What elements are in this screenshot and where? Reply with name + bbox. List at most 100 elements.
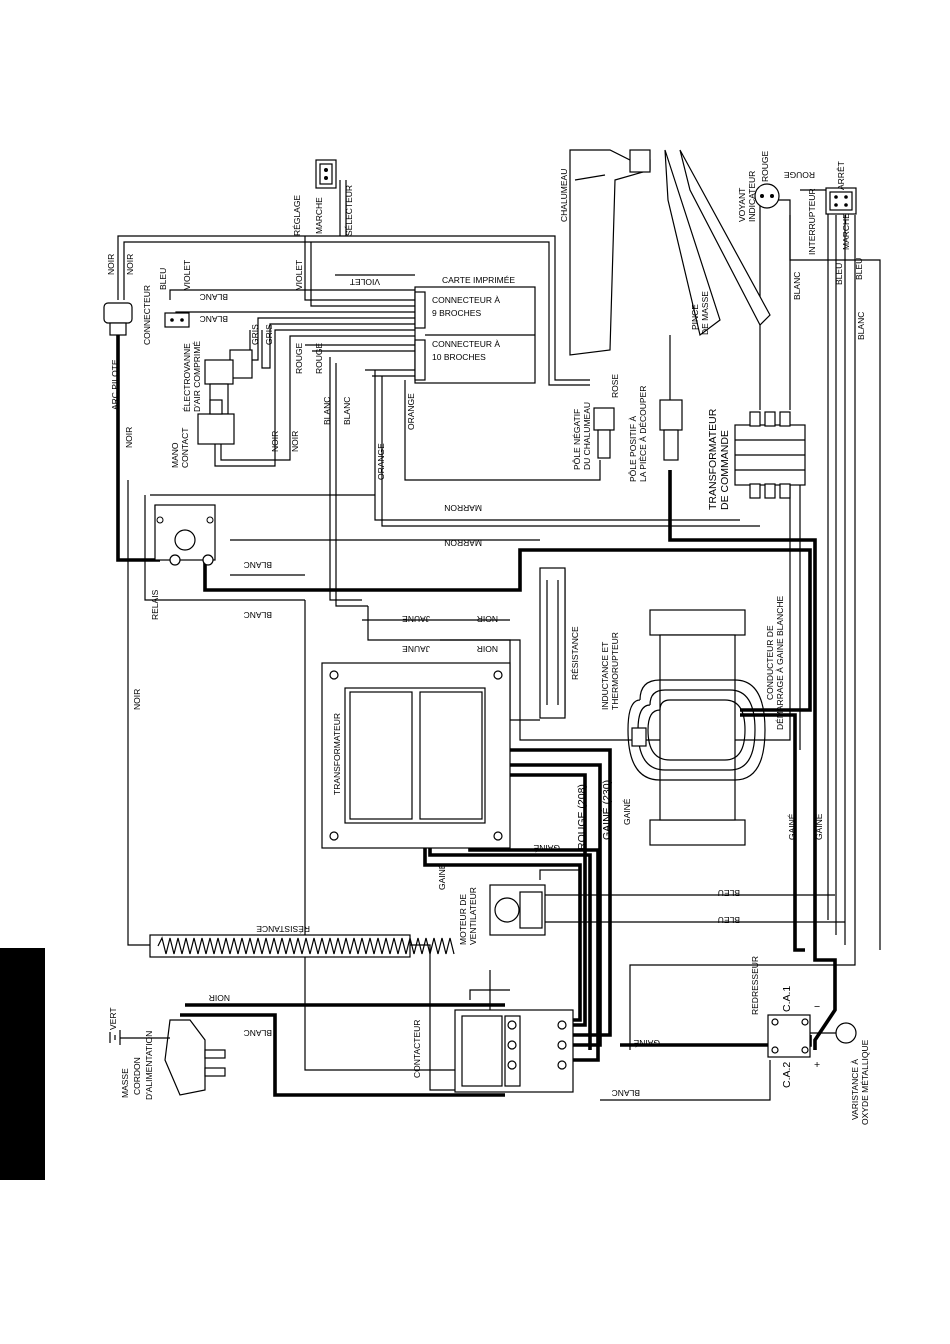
label-blanc-relais1: BLANC [244,560,272,570]
label-orange-b: ORANGE [406,393,416,430]
label-blanc-right: BLANC [792,272,802,300]
label-resistance-bottom: RÉSISTANCE [256,924,310,934]
label-rouge-voyant: ROUGE [760,151,770,183]
label-blanc-b: BLANC [342,397,352,425]
label-blanc-redresseur: BLANC [612,1088,640,1098]
label-connecteur: CONNECTEUR [142,285,152,345]
label-rouge-top: ROUGE [784,170,816,180]
label-pole-pos-1: PÔLE POSITIF À [628,416,638,482]
power-switch [825,187,857,215]
label-marron1: MARRON [444,503,482,513]
label-blanc-bottom: BLANC [244,1028,272,1038]
label-bleu-fan1: BLEU [718,888,740,898]
inductor-thermostat [627,609,766,846]
label-moteur-2: VENTILATEUR [468,887,478,945]
arc-pilot-connector [103,302,133,336]
indicator-lamp [754,183,780,209]
label-rouge-b: ROUGE [314,343,324,375]
pressure-switch [197,399,235,445]
label-bleu-a: BLEU [834,263,844,285]
label-electrovanne-2: D'AIR COMPRIMÉ [192,341,202,412]
label-pole-neg-1: PÔLE NÉGATIF [572,409,582,470]
label-gaine3: GAINÉ [437,863,447,890]
label-noir-bottom: NOIR [209,993,230,1003]
label-gaine-230: GAINÉ (230) [600,780,613,840]
label-gris1: GRIS [250,324,260,345]
label-arret: ARRÊT [836,161,846,190]
label-chalumeau: CHALUMEAU [559,169,569,222]
label-conn10-1: CONNECTEUR À [432,339,500,349]
label-noir-left2: NOIR [125,254,135,275]
label-blanc-relais2: BLANC [244,610,272,620]
label-blanc-right2: BLANC [856,312,866,340]
label-carte-imprimee: CARTE IMPRIMÉE [442,275,515,285]
label-gaine4: GAINÉ [787,813,797,840]
label-voyant-1: VOYANT [737,188,747,222]
section-tab [0,948,45,1180]
label-plus: + [814,1059,820,1071]
label-marche-sel: MARCHE [314,197,324,234]
printed-circuit-board [414,286,536,384]
power-cord-plug [109,1019,226,1096]
label-gaine5: GAINÉ [814,813,824,840]
label-rose: ROSE [610,374,620,398]
label-noir-left3: NOIR [124,427,134,448]
label-pole-neg-2: DU CHALUMEAU [582,402,592,470]
label-bleu-conn: BLEU [158,268,168,290]
label-marche-int: MARCHE [841,213,851,250]
label-noir-b: NOIR [290,431,300,452]
label-blanc-conn1: BLANC [200,292,228,302]
label-pole-pos-2: LA PIÈCE À DÉCOUPER [638,386,648,482]
label-bleu-b: BLEU [854,258,864,280]
varistor [810,1022,857,1044]
small-connector [164,312,190,328]
contactor [454,1009,574,1093]
label-minus: − [814,1001,820,1013]
label-conn9-2: 9 BROCHES [432,308,481,318]
label-resistance-top: RÉSISTANCE [570,626,580,680]
relay [154,504,216,566]
torch-negative-pole [593,407,615,459]
label-noir-left1: NOIR [106,254,116,275]
label-transfo-cmd-2: DE COMMANDE [719,430,731,510]
label-contacteur: CONTACTEUR [412,1020,422,1078]
label-jaune2: JAUNE [402,644,430,654]
label-violet-mid: VIOLET [294,260,304,290]
label-marron2: MARRON [444,538,482,548]
label-conn10-2: 10 BROCHES [432,352,486,362]
label-ca2: C.A.2 [781,1062,793,1088]
label-transformateur: TRANSFORMATEUR [332,713,342,795]
label-masse: MASSE [120,1068,130,1098]
label-electrovanne-1: ÉLECTROVANNE [182,343,192,412]
label-rouge-208: ROUGE (208) [576,784,588,850]
resistor-top [539,567,566,719]
label-blanc-conn2: BLANC [200,314,228,324]
label-noir-j2: NOIR [477,644,498,654]
rectifier [767,1014,811,1058]
label-varistance-2: OXYDE MÉTALLIQUE [860,1039,870,1125]
label-interrupteur: INTERRUPTEUR [807,188,817,255]
work-clamp [664,149,771,400]
fan-motor [489,884,546,936]
label-jaune1: JAUNE [402,614,430,624]
label-inductance-2: THERMORUPTEUR [610,632,620,710]
control-transformer [734,411,806,499]
label-pince-1: PINCE [690,304,700,330]
label-rouge-a: ROUGE [294,343,304,375]
label-mano-2: CONTACT [180,428,190,468]
label-noir-long: NOIR [132,689,142,710]
label-relais: RELAIS [150,589,160,620]
label-violet-h: VIOLET [350,277,380,287]
label-conducteur-2: DÉMARRAGE À GAINE BLANCHE [775,596,785,730]
label-cordon-2: D'ALIMENTATION [144,1031,154,1100]
label-varistance-1: VARISTANCE À [850,1059,860,1120]
label-reglage: RÉGLAGE [292,195,302,236]
label-violet-conn: VIOLET [182,260,192,290]
label-arc-pilote: ARC PILOTE [110,359,120,410]
labels: RÉGLAGE MARCHE SÉLECTEUR CHALUMEAU VOYAN… [106,151,870,1126]
label-orange-a: ORANGE [376,443,386,480]
label-pince-2: DE MASSE [700,291,710,335]
label-ca1: C.A.1 [781,986,793,1012]
label-noir-j1: NOIR [477,614,498,624]
